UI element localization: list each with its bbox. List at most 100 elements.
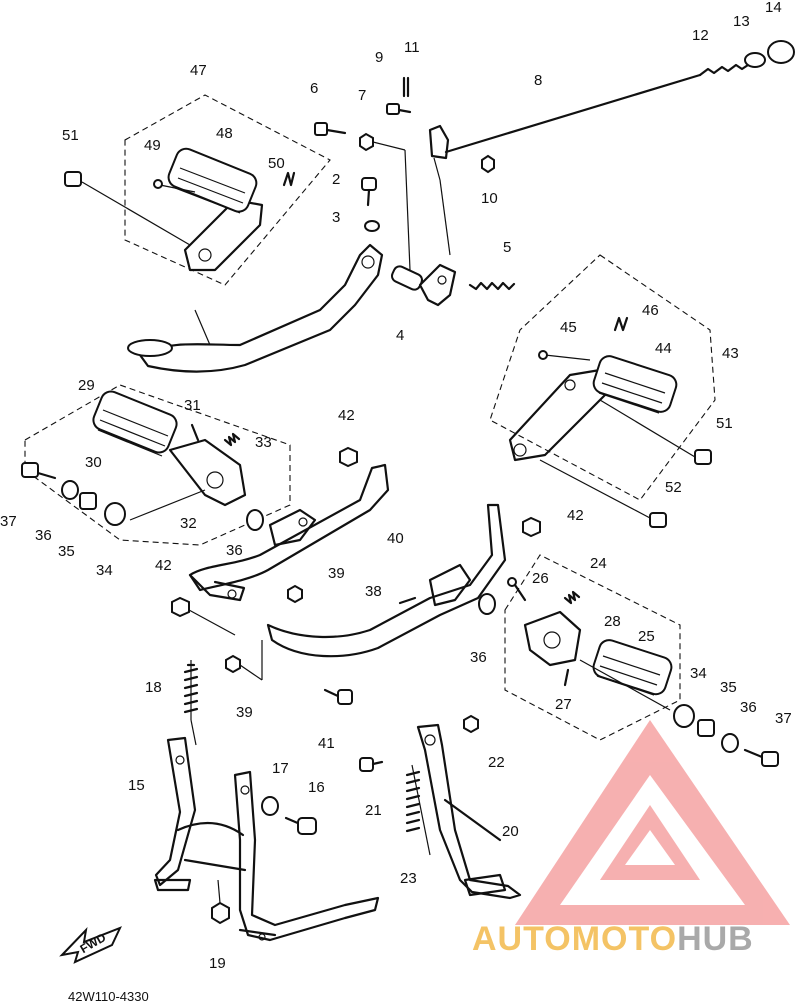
part-label: 25 <box>638 628 655 645</box>
part-label: 16 <box>308 779 325 796</box>
watermark-brand: AUTOMOTOHUB <box>472 920 754 958</box>
washer-36a <box>246 509 264 531</box>
part-label: 36 <box>740 699 757 716</box>
part-label: 3 <box>332 209 340 226</box>
part-label: 31 <box>184 397 201 414</box>
part-label: 52 <box>665 479 682 496</box>
part-label: 35 <box>58 543 75 560</box>
nut-42b <box>171 596 236 636</box>
side-stand-20 <box>416 714 522 900</box>
group-47-outline <box>124 94 331 286</box>
part-label: 4 <box>396 327 404 344</box>
footrest-bar-38 <box>266 503 507 658</box>
footrest-47 <box>64 147 296 272</box>
part-labels: 11 9 6 7 8 12 13 14 10 2 3 5 4 47 51 49 … <box>0 0 792 972</box>
part-label: 37 <box>775 710 792 727</box>
washer-17 <box>261 796 279 816</box>
diagram-code: 42W110-4330 <box>68 989 149 1003</box>
part-label: 48 <box>216 125 233 142</box>
part-label: 27 <box>555 696 572 713</box>
watermark-brand-part2: HUB <box>677 920 754 958</box>
spring-23 <box>405 764 431 856</box>
part-label: 36 <box>226 542 243 559</box>
brake-rod-8 <box>428 40 795 256</box>
footrest-29 <box>21 390 247 526</box>
nut-39a <box>287 584 303 604</box>
fwd-arrow <box>59 926 122 964</box>
part-label: 24 <box>590 555 607 572</box>
part-label: 30 <box>85 454 102 471</box>
part-label: 42 <box>155 557 172 574</box>
part-label: 50 <box>268 155 285 172</box>
part-label: 12 <box>692 27 709 44</box>
washer-3 <box>364 220 380 232</box>
part-label: 32 <box>180 515 197 532</box>
part-label: 28 <box>604 613 621 630</box>
part-label: 43 <box>722 345 739 362</box>
part-label: 15 <box>128 777 145 794</box>
group-24-outline <box>504 554 681 741</box>
watermark-logo <box>515 720 790 925</box>
part-label: 45 <box>560 319 577 336</box>
part-label: 39 <box>328 565 345 582</box>
nut-42c <box>522 516 541 538</box>
part-label: 18 <box>145 679 162 696</box>
center-stand-15 <box>153 736 380 942</box>
part-label: 42 <box>567 507 584 524</box>
part-label: 21 <box>365 802 382 819</box>
bolt-2 <box>361 177 377 207</box>
part-label: 23 <box>400 870 417 887</box>
part-label: 5 <box>503 239 511 256</box>
footrest-24 <box>507 577 779 767</box>
nut-42a <box>339 446 358 468</box>
part-label: 33 <box>255 434 272 451</box>
nut-7 <box>359 132 411 271</box>
part-label: 2 <box>332 171 340 188</box>
pin-9 <box>386 103 412 115</box>
part-label: 35 <box>720 679 737 696</box>
part-label: 44 <box>655 340 672 357</box>
part-label: 38 <box>365 583 382 600</box>
brake-pedal <box>127 243 384 373</box>
part-label: 8 <box>534 72 542 89</box>
part-label: 51 <box>716 415 733 432</box>
part-label: 37 <box>0 513 17 530</box>
part-label: 40 <box>387 530 404 547</box>
cotter-11 <box>402 76 410 98</box>
spring-18 <box>183 660 199 746</box>
group-43-outline <box>489 254 716 501</box>
part-label: 34 <box>96 562 113 579</box>
watermark-brand-part1: AUTOMOTO <box>472 920 677 958</box>
part-label: 11 <box>404 39 420 56</box>
part-label: 26 <box>532 570 549 587</box>
bolt-16 <box>284 816 317 835</box>
part-label: 6 <box>310 80 318 97</box>
bolt-21 <box>359 757 384 772</box>
part-label: 42 <box>338 407 355 424</box>
part-label: 46 <box>642 302 659 319</box>
footrest-bar-40 <box>188 463 390 602</box>
bolt-6 <box>314 122 347 136</box>
part-label: 20 <box>502 823 519 840</box>
part-label: 36 <box>35 527 52 544</box>
nut-19 <box>211 879 230 925</box>
part-label: 47 <box>190 62 207 79</box>
part-label: 41 <box>318 735 335 752</box>
part-label: 14 <box>765 0 782 16</box>
part-label: 13 <box>733 13 750 30</box>
nut-39b <box>225 640 263 681</box>
part-label: 36 <box>470 649 487 666</box>
footrest-43 <box>508 316 712 528</box>
part-label: 34 <box>690 665 707 682</box>
part-label: 51 <box>62 127 79 144</box>
part-label: 29 <box>78 377 95 394</box>
part-label: 19 <box>209 955 226 972</box>
part-label: 49 <box>144 137 161 154</box>
part-label: 10 <box>481 190 498 207</box>
part-label: 7 <box>358 87 366 104</box>
part-label: 17 <box>272 760 289 777</box>
shaft-4 <box>390 263 516 307</box>
washer-36b <box>478 593 496 615</box>
part-label: 22 <box>488 754 505 771</box>
